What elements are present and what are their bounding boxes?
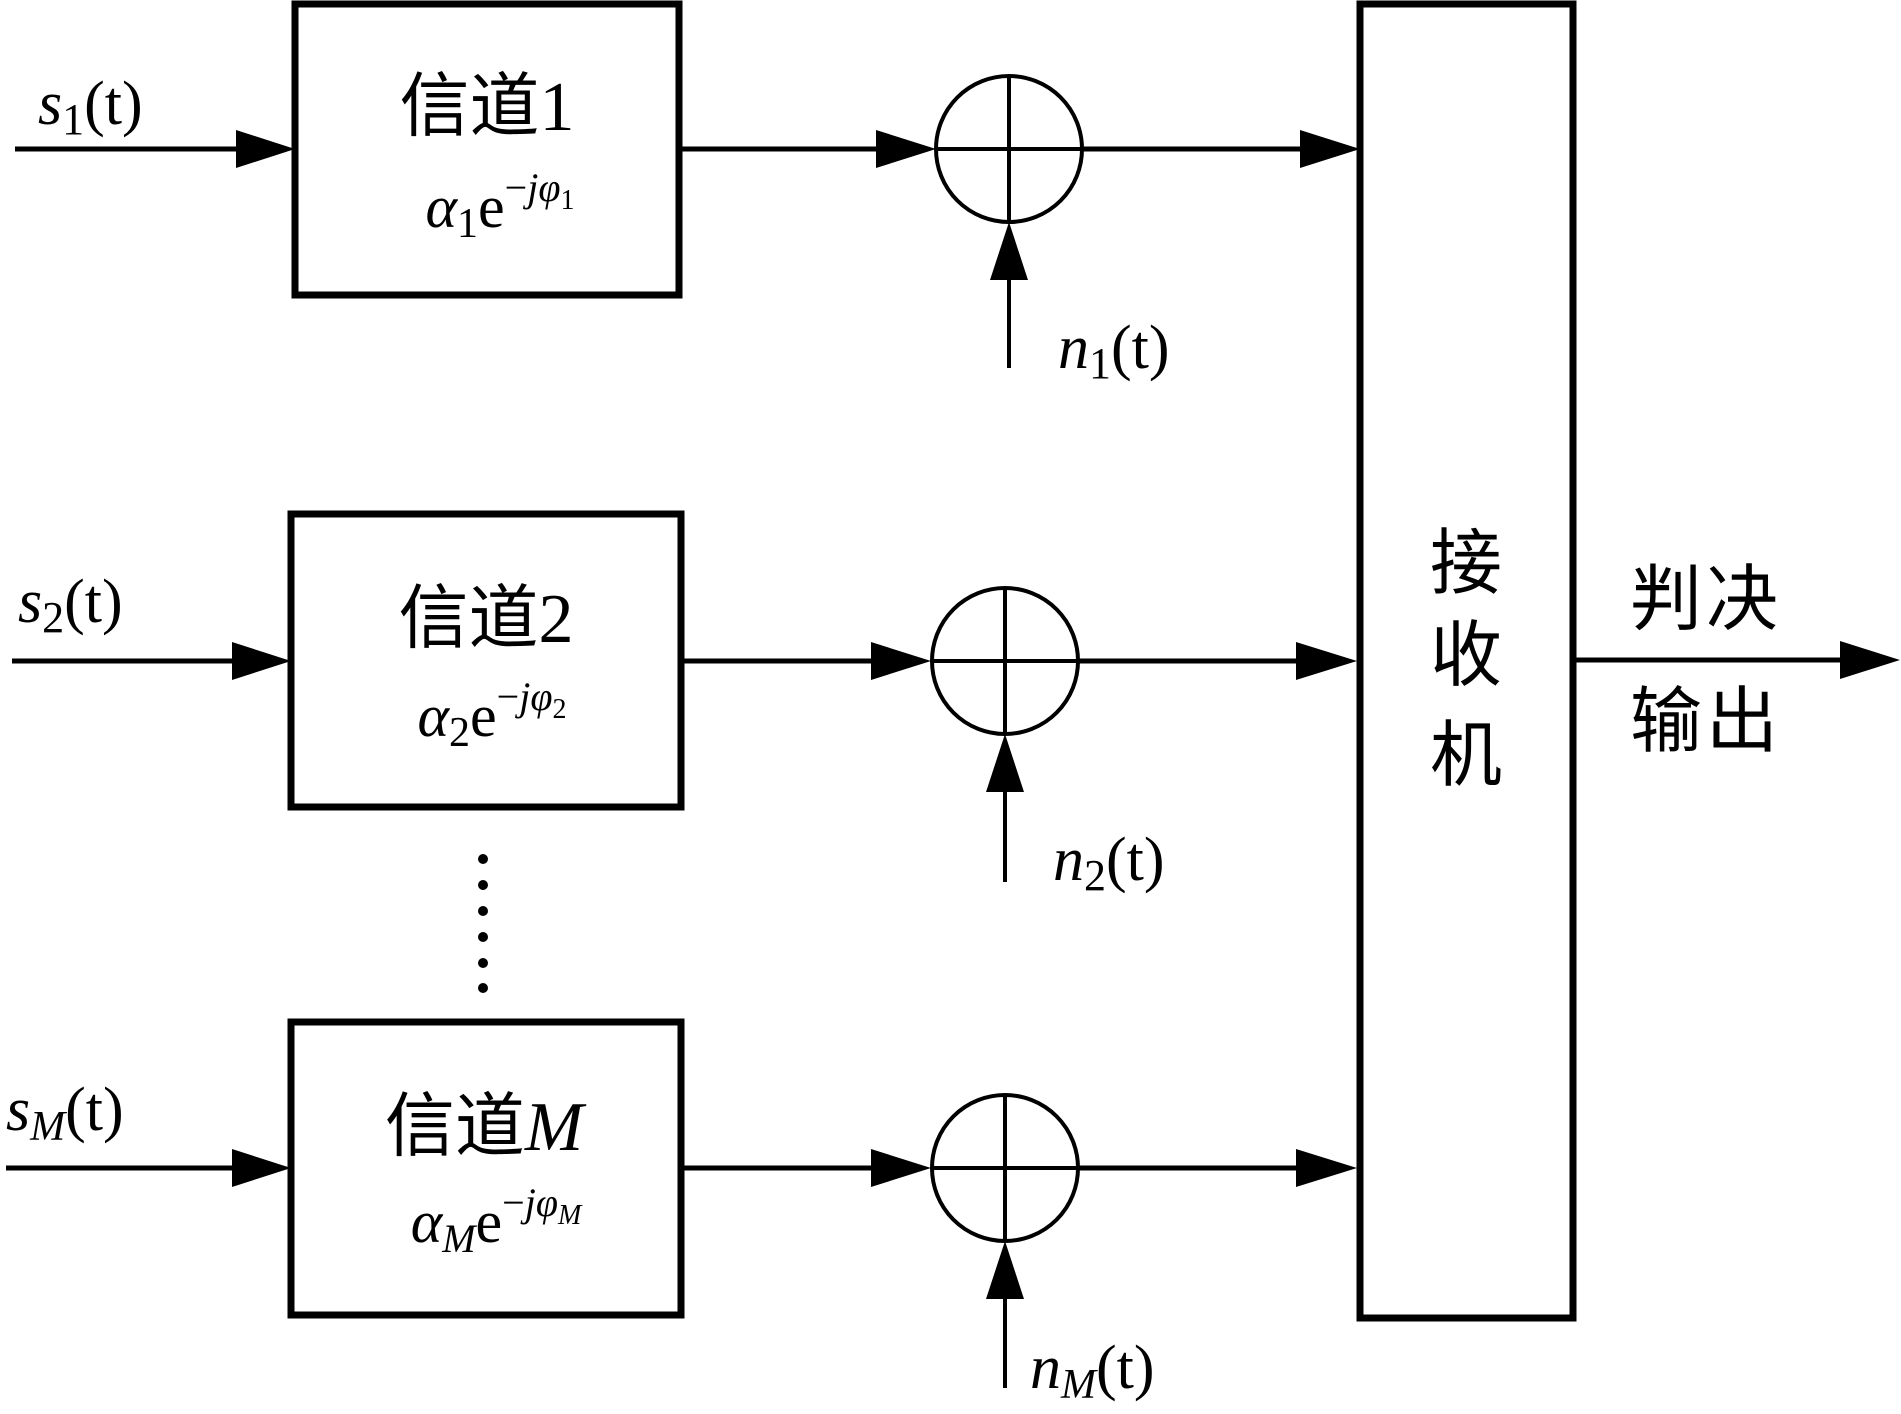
channel-gain-M: αMe−jφM [411, 1180, 583, 1261]
receiver: 接 收 机 [1356, 0, 1577, 1322]
ellipsis-dot [478, 854, 488, 864]
channel-row-1: s1(t) 信道1 α1e−jφ1 n1(t) [15, 0, 1360, 388]
output-label-line-2: 输出 [1630, 679, 1782, 763]
arrowhead-up-icon [990, 222, 1028, 280]
arrowhead-icon [232, 642, 291, 680]
arrowhead-icon [876, 130, 936, 168]
arrowhead-icon [1296, 642, 1357, 680]
channel-gain-1: α1e−jφ1 [426, 165, 575, 247]
ellipsis-dot [478, 983, 488, 993]
adder-2 [930, 586, 1080, 736]
channel-gain-2: α2e−jφ2 [418, 674, 567, 756]
adder-M [930, 1093, 1080, 1243]
ellipsis-dot [478, 906, 488, 916]
channel-box-2 [287, 510, 685, 811]
input-signal-label-2: s2(t) [18, 568, 123, 642]
receiver-char-1: 接 [1430, 521, 1502, 605]
adder-1 [934, 74, 1084, 224]
receiver-box [1356, 0, 1577, 1322]
arrowhead-icon [871, 1149, 931, 1187]
arrowhead-icon [236, 130, 295, 168]
arrowhead-icon [1840, 641, 1900, 679]
channel-box-M [287, 1018, 685, 1319]
channel-title-M: 信道M [385, 1085, 587, 1167]
ellipsis-dot [478, 958, 488, 968]
noise-label-2: n2(t) [1053, 826, 1165, 900]
noise-label-M: nM(t) [1030, 1334, 1155, 1408]
channel-box-1 [291, 0, 683, 299]
receiver-char-3: 机 [1430, 713, 1502, 797]
arrowhead-icon [871, 642, 931, 680]
arrowhead-icon [1296, 1149, 1357, 1187]
channel-title-2: 信道2 [399, 577, 574, 659]
arrowhead-up-icon [986, 1241, 1024, 1299]
channel-title-1: 信道1 [400, 65, 575, 147]
receiver-char-2: 收 [1430, 613, 1502, 697]
ellipsis-dot [478, 932, 488, 942]
input-signal-label-1: s1(t) [38, 70, 143, 144]
arrowhead-icon [1300, 130, 1360, 168]
decision-output: 判决 输出 [1573, 557, 1900, 763]
channel-row-M: sM(t) 信道M αMe−jφM nM(t) [6, 1018, 1357, 1408]
arrowhead-icon [232, 1149, 291, 1187]
noise-label-1: n1(t) [1058, 314, 1170, 388]
ellipsis-dot [478, 880, 488, 890]
input-signal-label-M: sM(t) [6, 1076, 124, 1150]
output-label-line-1: 判决 [1630, 557, 1782, 641]
arrowhead-up-icon [986, 734, 1024, 792]
vertical-ellipsis [478, 854, 488, 993]
channel-row-2: s2(t) 信道2 α2e−jφ2 n2(t) [12, 510, 1357, 900]
